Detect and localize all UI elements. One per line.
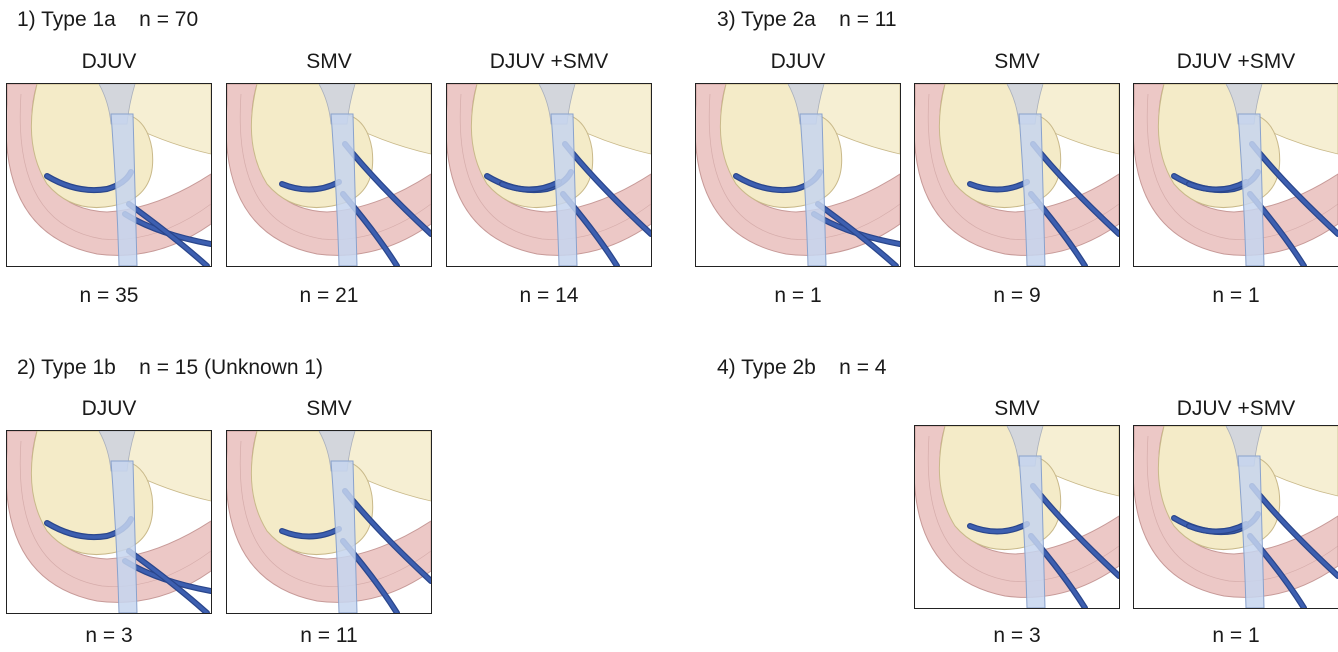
column-label-djuv: DJUV bbox=[6, 397, 212, 421]
illustration-panel bbox=[914, 425, 1120, 609]
column-label-smv: SMV bbox=[914, 50, 1120, 74]
column-label-smv: SMV bbox=[914, 397, 1120, 421]
group-heading-type-2b: 4) Type 2b n = 4 bbox=[717, 356, 886, 380]
count-label: n = 35 bbox=[6, 284, 212, 308]
column-label-djuv-smv: DJUV +SMV bbox=[1133, 397, 1338, 421]
count-label: n = 9 bbox=[914, 284, 1120, 308]
illustration-panel bbox=[914, 83, 1120, 267]
count-label: n = 3 bbox=[914, 624, 1120, 648]
column-label-djuv: DJUV bbox=[6, 50, 212, 74]
illustration-panel bbox=[695, 83, 901, 267]
illustration-panel bbox=[1133, 425, 1338, 609]
column-label-djuv: DJUV bbox=[695, 50, 901, 74]
group-heading-type-2a: 3) Type 2a n = 11 bbox=[717, 8, 897, 32]
count-label: n = 1 bbox=[1133, 284, 1338, 308]
group-heading-type-1b: 2) Type 1b n = 15 (Unknown 1) bbox=[17, 356, 323, 380]
illustration-panel bbox=[6, 83, 212, 267]
count-label: n = 1 bbox=[695, 284, 901, 308]
illustration-panel bbox=[226, 430, 432, 614]
illustration-panel bbox=[1133, 83, 1338, 267]
count-label: n = 3 bbox=[6, 624, 212, 648]
count-label: n = 14 bbox=[446, 284, 652, 308]
illustration-panel bbox=[226, 83, 432, 267]
group-heading-type-1a: 1) Type 1a n = 70 bbox=[17, 8, 198, 32]
column-label-djuv-smv: DJUV +SMV bbox=[1133, 50, 1338, 74]
illustration-panel bbox=[6, 430, 212, 614]
count-label: n = 21 bbox=[226, 284, 432, 308]
count-label: n = 11 bbox=[226, 624, 432, 648]
illustration-panel bbox=[446, 83, 652, 267]
count-label: n = 1 bbox=[1133, 624, 1338, 648]
column-label-smv: SMV bbox=[226, 50, 432, 74]
column-label-smv: SMV bbox=[226, 397, 432, 421]
column-label-djuv-smv: DJUV +SMV bbox=[446, 50, 652, 74]
